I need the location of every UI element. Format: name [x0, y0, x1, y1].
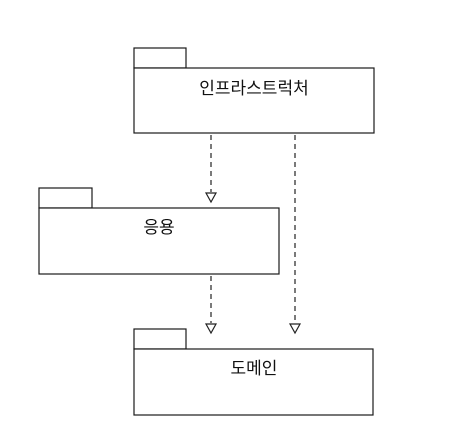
package-domain-tab: [133, 328, 187, 350]
package-infrastructure-body: [133, 67, 375, 134]
package-domain-body: [133, 348, 374, 416]
package-domain: 도메인: [133, 328, 374, 416]
dependency-application-to-domain: [204, 276, 218, 335]
package-infrastructure-tab: [133, 47, 187, 69]
dependency-infrastructure-to-application: [204, 135, 218, 204]
package-infrastructure-label: 인프라스트럭처: [199, 79, 308, 99]
dependency-arrowhead: [204, 192, 218, 204]
package-application-label: 응용: [143, 218, 174, 238]
dependency-arrowhead: [288, 323, 302, 335]
dependency-arrowhead: [204, 323, 218, 335]
package-domain-label: 도메인: [231, 359, 278, 379]
package-application-body: [38, 207, 280, 275]
package-application-tab: [38, 187, 93, 209]
package-infrastructure: 인프라스트럭처: [133, 47, 375, 134]
package-application: 응용: [38, 187, 280, 275]
dependency-infrastructure-to-domain: [288, 135, 302, 335]
